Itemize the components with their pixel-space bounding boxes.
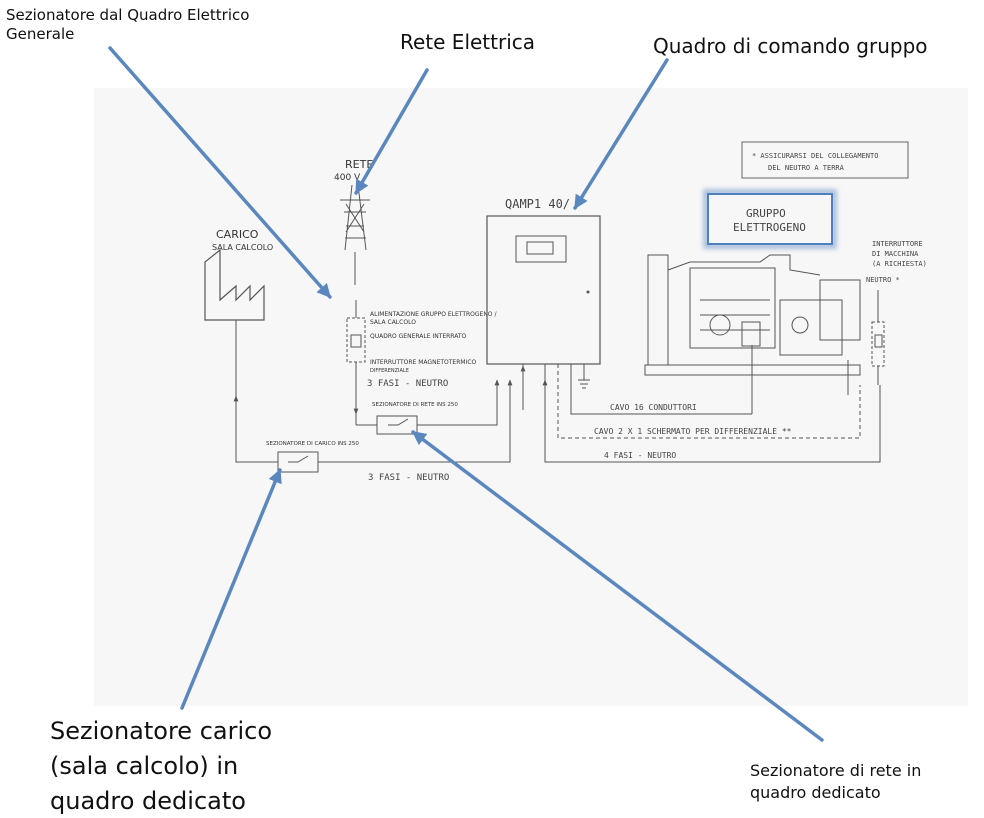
neutro-label: NEUTRO *	[866, 276, 900, 284]
note-line-2: DEL NEUTRO A TERRA	[768, 164, 845, 172]
quadro-display	[515, 235, 567, 263]
quadro-generale-label: QUADRO GENERALE INTERRATO	[370, 333, 467, 340]
gruppo-line-1: GRUPPO	[746, 207, 786, 220]
arrow-to-sezionatore-carico	[180, 468, 282, 710]
annotation-quadro-comando: Quadro di comando gruppo	[653, 34, 928, 58]
cavo-schermato-label: CAVO 2 X 1 SCHERMATO PER DIFFERENZIALE *…	[594, 427, 792, 436]
arrow-to-quadro-comando	[573, 58, 669, 210]
arrow-to-sezionatore-rete	[411, 430, 824, 742]
carico-factory-icon	[204, 248, 265, 321]
note-box	[741, 141, 909, 179]
generator-cables	[542, 360, 881, 463]
quadro-label: QAMP1 40/	[505, 197, 570, 211]
carico-subtitle: SALA CALCOLO	[212, 243, 273, 252]
sezionatore-rete-symbol	[376, 415, 418, 435]
annotation-line: Sezionatore carico	[50, 717, 273, 745]
annotation-line: Generale	[6, 24, 75, 43]
fasi-neutro-label-1: 3 FASI - NEUTRO	[367, 379, 448, 389]
gruppo-line-2: ELETTROGENO	[733, 221, 806, 234]
sezionatore-rete-label: SEZIONATORE DI RETE INS 250	[372, 402, 458, 408]
annotation-sezionatore-quadro-generale: Sezionatore dal Quadro Elettrico General…	[6, 6, 249, 44]
load-feeder-lines	[233, 320, 526, 463]
rete-label: RETE	[345, 158, 373, 171]
generator-engine-drawing	[644, 254, 861, 414]
note-line-1: * ASSICURARSI DEL COLLEGAMENTO	[752, 152, 878, 160]
annotation-arrows	[108, 46, 824, 742]
interruttore-line-3: (A RICHIESTA)	[872, 260, 927, 268]
annotation-sezionatore-rete: Sezionatore di rete in quadro dedicato	[750, 760, 921, 805]
alimentazione-line-2: SALA CALCOLO	[370, 319, 416, 326]
interruttore-magneto-line-1: INTERRUTTORE MAGNETOTERMICO	[370, 359, 477, 366]
annotation-line: quadro dedicato	[750, 783, 881, 803]
annotation-line: Sezionatore di rete in	[750, 761, 922, 780]
sezionatore-carico-label: SEZIONATORE DI CARICO INS 250	[266, 441, 359, 447]
interruttore-line-2: DI MACCHINA	[872, 250, 919, 258]
quadro-cabinet	[486, 215, 601, 365]
gruppo-elettrogeno-box	[707, 193, 833, 245]
annotation-sezionatore-carico: Sezionatore carico (sala calcolo) in qua…	[50, 714, 272, 818]
fasi-neutro-label-3: 4 FASI - NEUTRO	[604, 451, 676, 460]
arrow-to-pylon	[354, 68, 429, 195]
pylon-icon	[340, 184, 370, 285]
annotation-line: (sala calcolo) in	[50, 751, 239, 780]
annotation-line: Sezionatore dal Quadro Elettrico	[6, 6, 250, 24]
fasi-neutro-label-2: 3 FASI - NEUTRO	[368, 473, 449, 483]
sezionatore-carico-symbol	[277, 451, 319, 473]
annotation-line: quadro dedicato	[50, 786, 246, 815]
cavo-conduttori-label: CAVO 16 CONDUTTORI	[610, 403, 697, 412]
carico-title: CARICO	[216, 228, 259, 241]
interruttore-line-1: INTERRUTTORE	[872, 240, 923, 248]
interruttore-magneto-line-2: DIFFERENZIALE	[370, 368, 409, 374]
rete-voltage: 400 V	[334, 173, 361, 183]
machine-breaker-symbol	[871, 290, 885, 385]
alimentazione-line-1: ALIMENTAZIONE GRUPPO ELETTROGENO /	[370, 311, 497, 318]
arrow-to-quadro-generale	[108, 46, 332, 299]
annotation-rete-elettrica: Rete Elettrica	[400, 30, 536, 54]
